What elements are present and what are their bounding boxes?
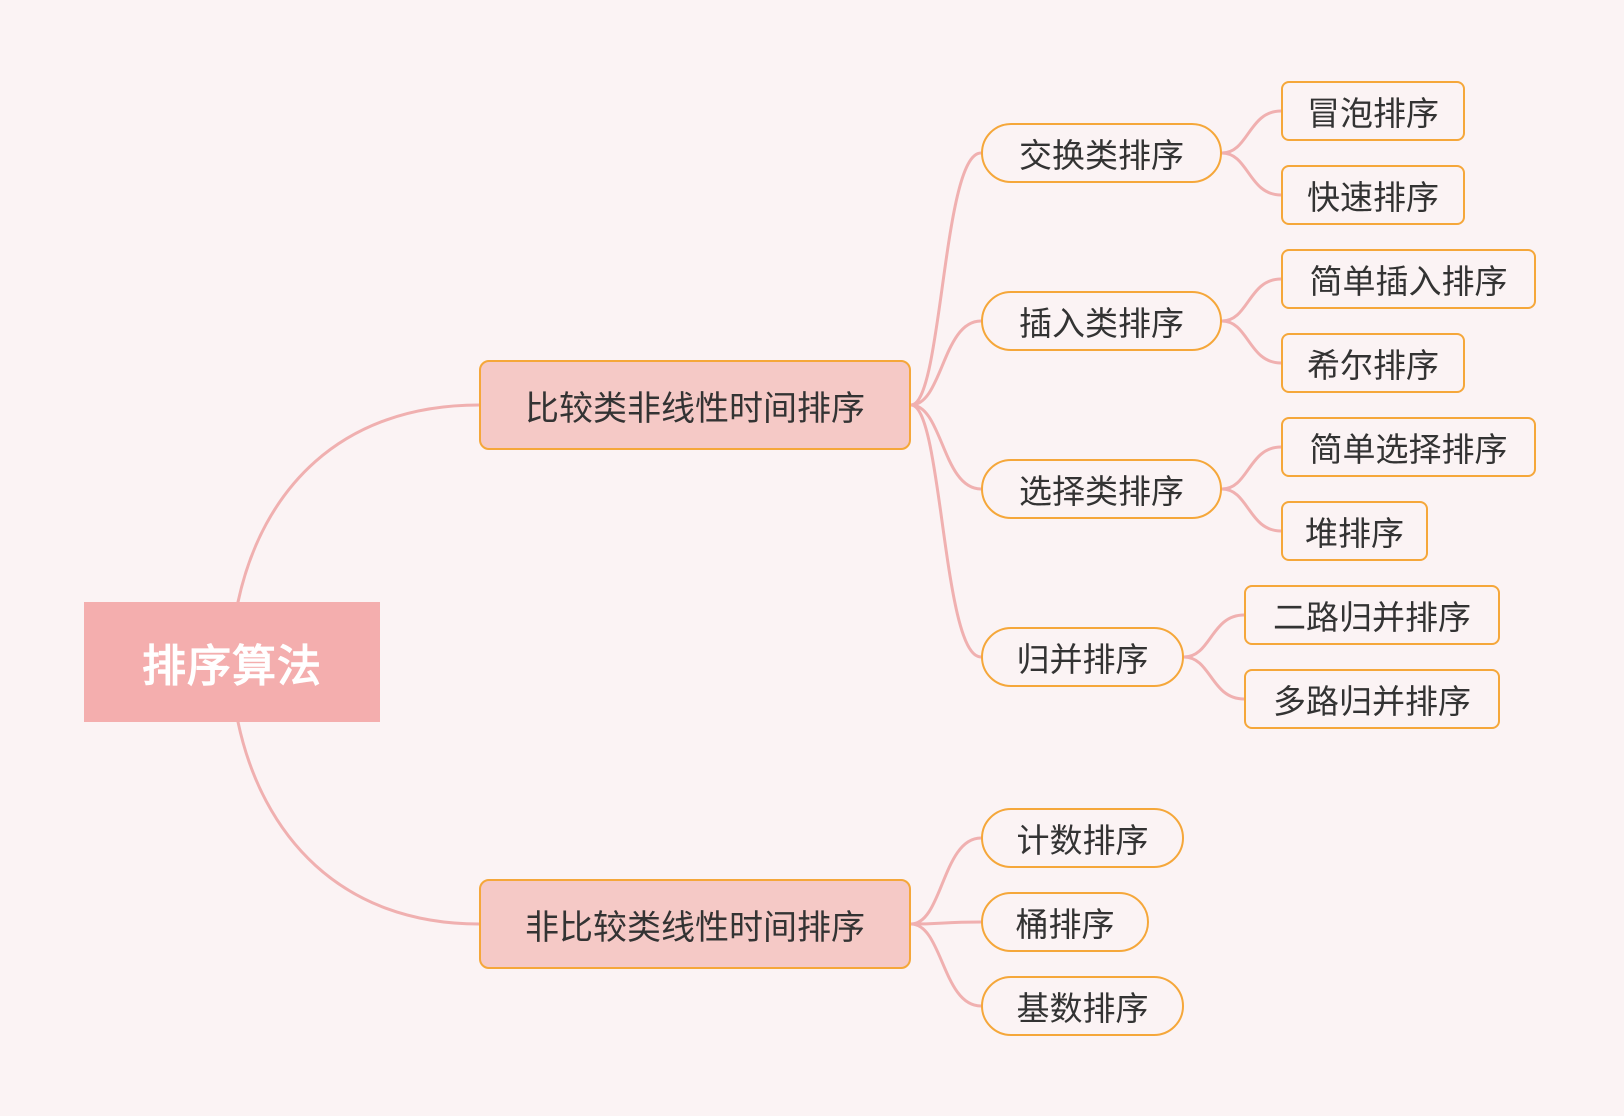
connector-branch1-category-1 — [909, 151, 983, 407]
connector-branch2-category-3 — [909, 922, 983, 1008]
connector-category3-leaf-1 — [1220, 445, 1283, 491]
connector-category4-leaf-1 — [1182, 613, 1246, 659]
category-exchange-sorts[interactable]: 交换类排序 — [981, 123, 1222, 183]
leaf-shell-sort[interactable]: 希尔排序 — [1281, 333, 1465, 393]
leaf-quick-sort[interactable]: 快速排序 — [1281, 165, 1465, 225]
connector-category4-leaf-2 — [1182, 655, 1246, 701]
connector-branch1-category-4 — [909, 403, 983, 659]
connector-category3-leaf-2 — [1220, 487, 1283, 533]
category-bucket-sort[interactable]: 桶排序 — [981, 892, 1149, 952]
category-radix-sort[interactable]: 基数排序 — [981, 976, 1184, 1036]
leaf-heap-sort[interactable]: 堆排序 — [1281, 501, 1428, 561]
connector-root-branch-1 — [236, 403, 481, 604]
category-insertion-sorts[interactable]: 插入类排序 — [981, 291, 1222, 351]
leaf-simple-selection-sort[interactable]: 简单选择排序 — [1281, 417, 1536, 477]
connector-branch1-category-2 — [909, 319, 983, 407]
connector-category2-leaf-2 — [1220, 319, 1283, 365]
connector-category1-leaf-1 — [1220, 109, 1283, 155]
root-node[interactable]: 排序算法 — [84, 602, 380, 722]
connector-root-branch-2 — [236, 720, 481, 926]
category-selection-sorts[interactable]: 选择类排序 — [981, 459, 1222, 519]
leaf-two-way-merge-sort[interactable]: 二路归并排序 — [1244, 585, 1500, 645]
connector-category1-leaf-2 — [1220, 151, 1283, 197]
connector-branch1-category-3 — [909, 403, 983, 491]
connector-category2-leaf-1 — [1220, 277, 1283, 323]
connector-branch2-category-1 — [909, 836, 983, 926]
branch-comparison-sorts[interactable]: 比较类非线性时间排序 — [479, 360, 911, 450]
connector-branch2-category-2 — [909, 920, 983, 926]
category-counting-sort[interactable]: 计数排序 — [981, 808, 1184, 868]
leaf-multi-way-merge-sort[interactable]: 多路归并排序 — [1244, 669, 1500, 729]
branch-non-comparison-sorts[interactable]: 非比较类线性时间排序 — [479, 879, 911, 969]
leaf-simple-insertion-sort[interactable]: 简单插入排序 — [1281, 249, 1536, 309]
category-merge-sorts[interactable]: 归并排序 — [981, 627, 1184, 687]
leaf-bubble-sort[interactable]: 冒泡排序 — [1281, 81, 1465, 141]
